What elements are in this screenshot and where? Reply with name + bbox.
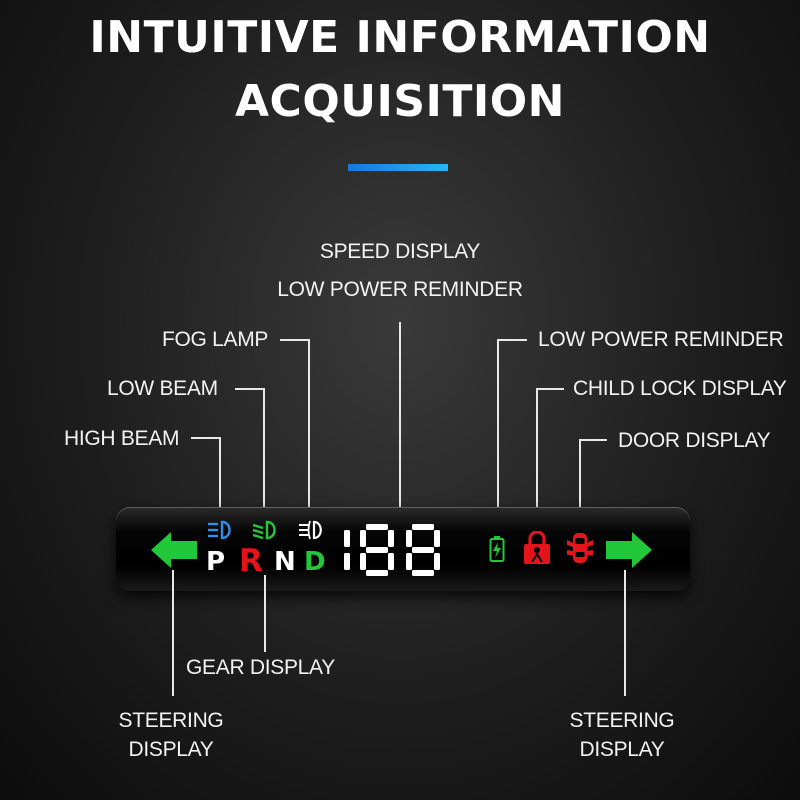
door-leader-h	[579, 439, 607, 441]
fog-lamp-leader-v	[308, 339, 310, 515]
battery-icon	[489, 536, 505, 562]
low-beam-icon	[252, 520, 276, 540]
battery-leader-h	[497, 339, 527, 341]
gear-r: R	[239, 543, 263, 579]
speed-digit	[344, 530, 350, 570]
battery-leader-v	[497, 339, 499, 515]
door-icon	[567, 533, 593, 563]
gear-d: D	[304, 547, 326, 577]
door-display-label: DOOR DISPLAY	[618, 429, 771, 452]
low-power-reminder-label: LOW POWER REMINDER	[538, 328, 784, 351]
steering-left-label: STEERING DISPLAY	[118, 709, 224, 761]
gear-p: P	[206, 547, 226, 577]
child-lock-leader-v	[536, 388, 538, 515]
steering-left-leader-line	[172, 570, 174, 696]
speed-digit	[406, 524, 440, 576]
speed-digit	[360, 524, 394, 576]
left-turn-arrow-icon	[151, 532, 197, 568]
high-beam-label: HIGH BEAM	[64, 427, 180, 450]
high-beam-icon	[208, 520, 231, 540]
low-beam-label: LOW BEAM	[107, 377, 218, 400]
steering-right-label: STEERING DISPLAY	[569, 709, 675, 761]
headline-line-2: ACQUISITION	[234, 76, 566, 127]
right-turn-arrow-icon	[606, 532, 652, 568]
fog-lamp-label: FOG LAMP	[162, 328, 269, 351]
speed-display-label: SPEED DISPLAY	[319, 240, 481, 263]
hud-device	[116, 507, 690, 591]
accent-bar	[348, 164, 448, 171]
child-lock-display-label: CHILD LOCK DISPLAY	[573, 377, 787, 400]
low-beam-leader-h	[235, 388, 265, 390]
high-beam-leader-v	[219, 437, 221, 515]
child-lock-icon	[524, 531, 550, 564]
headline-line-1: INTUITIVE INFORMATION	[89, 12, 711, 63]
steering-right-leader-line	[624, 570, 626, 696]
fog-lamp-leader-h	[280, 339, 310, 341]
fog-lamp-icon	[299, 520, 322, 540]
gear-n: N	[274, 547, 296, 577]
low-power-reminder-top-label: LOW POWER REMINDER	[277, 278, 523, 301]
child-lock-leader-h	[536, 388, 564, 390]
gear-leader-line	[264, 575, 266, 652]
high-beam-leader-h	[191, 437, 221, 439]
low-beam-leader-v	[263, 388, 265, 515]
speed-display	[344, 524, 440, 576]
door-leader-v	[579, 439, 581, 515]
speed-leader-line	[399, 322, 401, 515]
gear-display-label: GEAR DISPLAY	[186, 656, 335, 679]
